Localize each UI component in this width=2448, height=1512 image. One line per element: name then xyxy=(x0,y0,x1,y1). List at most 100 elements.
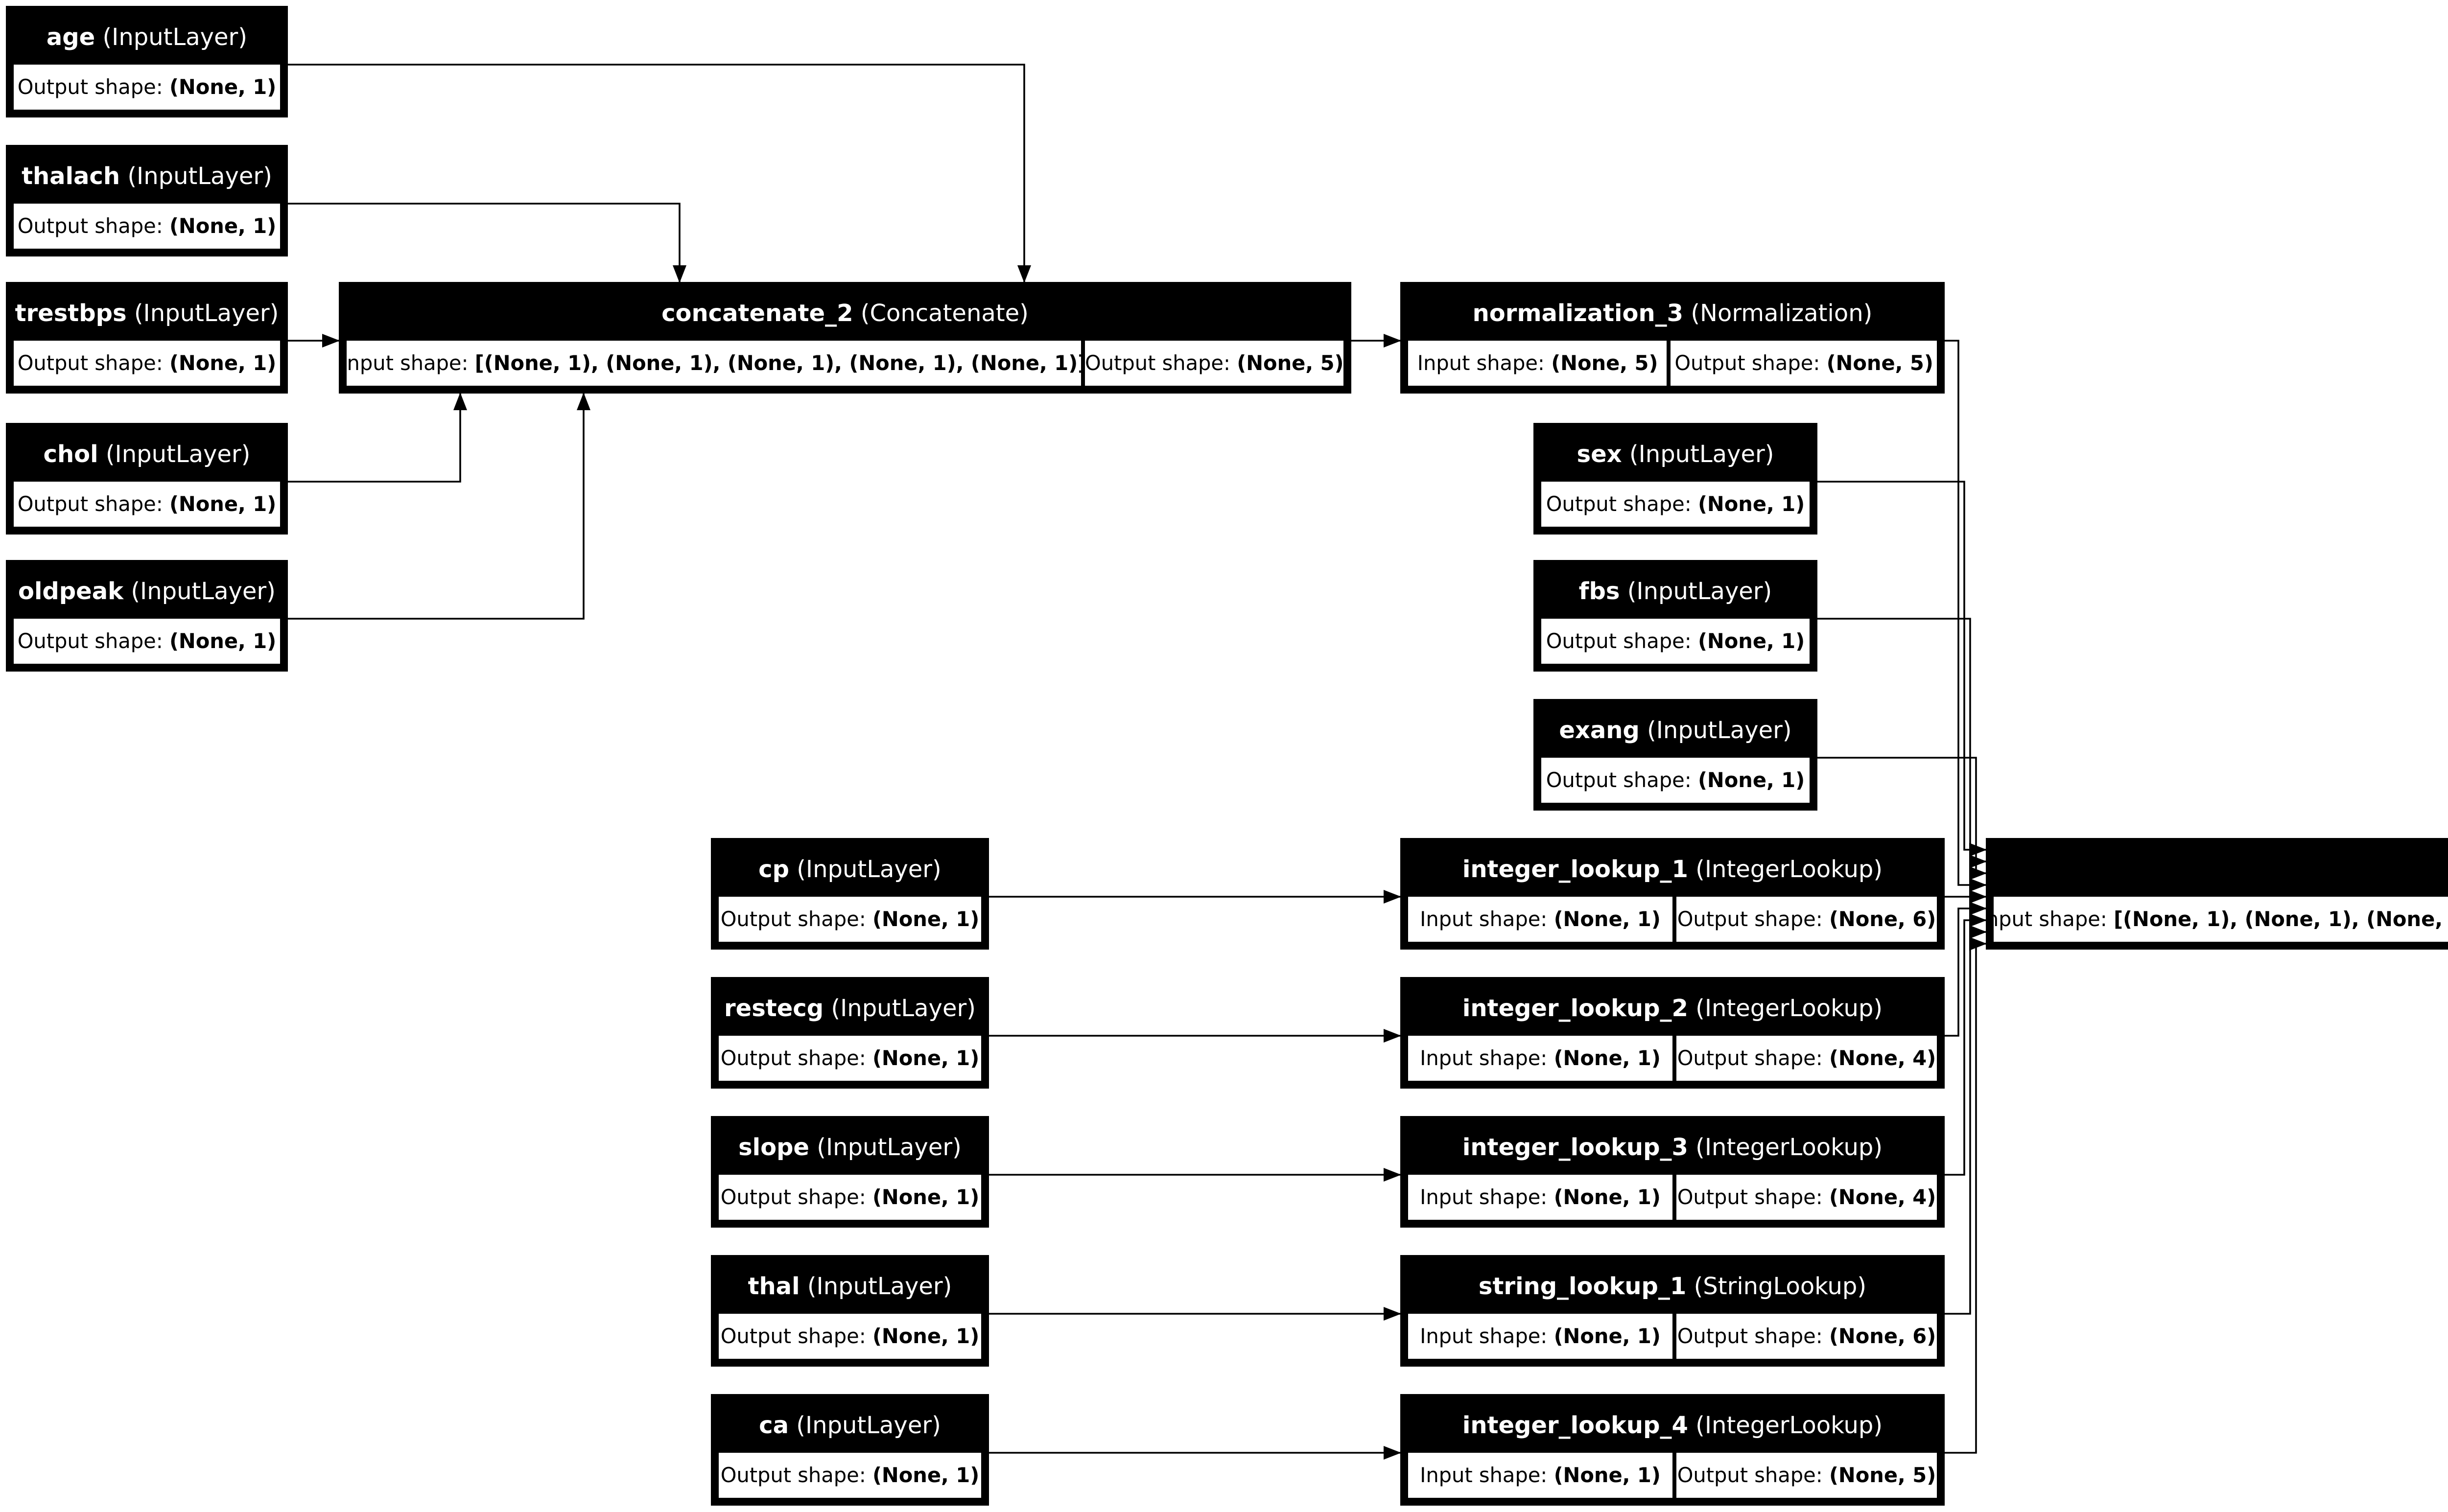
layer-name: oldpeak xyxy=(18,578,124,605)
node-integer_lookup_3: integer_lookup_3 (IntegerLookup)Input sh… xyxy=(1400,1116,1945,1228)
node-chol: chol (InputLayer)Output shape: (None, 1) xyxy=(6,423,288,535)
node-age: age (InputLayer)Output shape: (None, 1) xyxy=(6,6,288,117)
node-age-title: age (InputLayer) xyxy=(14,10,280,65)
layer-name: exang xyxy=(1559,717,1640,744)
node-ca-shape-row: Output shape: (None, 1) xyxy=(719,1453,981,1498)
edge-age-to-concatenate_2 xyxy=(288,64,1031,283)
node-integer_lookup_4-output-shape: Output shape: (None, 5) xyxy=(1676,1453,1937,1498)
node-string_lookup_1: string_lookup_1 (StringLookup)Input shap… xyxy=(1400,1255,1945,1367)
node-sex: sex (InputLayer)Output shape: (None, 1) xyxy=(1533,423,1817,535)
layer-name: chol xyxy=(43,441,98,468)
layer-name: restecg xyxy=(724,995,824,1022)
node-cp-title: cp (InputLayer) xyxy=(719,842,981,897)
node-fbs: fbs (InputLayer) Output shape: (None, 1) xyxy=(1533,560,1817,672)
node-integer_lookup_4-title: integer_lookup_4 (IntegerLookup) xyxy=(1408,1398,1937,1453)
node-integer_lookup_2-shape-row: Input shape: (None, 1)Output shape: (Non… xyxy=(1408,1036,1937,1081)
node-thalach-output-shape: Output shape: (None, 1) xyxy=(14,204,280,249)
node-cp-output-shape: Output shape: (None, 1) xyxy=(719,897,981,942)
node-normalization_3-title: normalization_3 (Normalization) xyxy=(1408,286,1937,341)
node-oldpeak-output-shape: Output shape: (None, 1) xyxy=(14,619,280,664)
node-fbs-output-shape: Output shape: (None, 1) xyxy=(1541,619,1810,664)
node-integer_lookup_3-title: integer_lookup_3 (IntegerLookup) xyxy=(1408,1120,1937,1175)
node-integer_lookup_2-output-shape: Output shape: (None, 4) xyxy=(1676,1036,1937,1081)
node-string_lookup_1-title: string_lookup_1 (StringLookup) xyxy=(1408,1259,1937,1314)
node-exang-title: exang (InputLayer) xyxy=(1541,703,1810,758)
layer-name: ca xyxy=(759,1412,789,1439)
node-trestbps-output-shape: Output shape: (None, 1) xyxy=(14,341,280,386)
layer-type: (InputLayer) xyxy=(1622,441,1774,468)
node-integer_lookup_4-shape-row: Input shape: (None, 1)Output shape: (Non… xyxy=(1408,1453,1937,1498)
node-concatenate_2-shape-row: Input shape: [(None, 1), (None, 1), (Non… xyxy=(347,341,1343,386)
node-thal: thal (InputLayer)Output shape: (None, 1) xyxy=(711,1255,989,1367)
node-exang-output-shape: Output shape: (None, 1) xyxy=(1541,758,1810,803)
node-cp: cp (InputLayer)Output shape: (None, 1) xyxy=(711,838,989,950)
node-integer_lookup_2-input-shape: Input shape: (None, 1) xyxy=(1408,1036,1672,1081)
node-thal-shape-row: Output shape: (None, 1) xyxy=(719,1314,981,1359)
node-restecg: restecg (InputLayer)Output shape: (None,… xyxy=(711,977,989,1089)
layer-name: slope xyxy=(738,1134,809,1161)
layer-name: integer_lookup_2 xyxy=(1462,995,1688,1022)
edge-oldpeak-to-concatenate_2 xyxy=(288,393,590,620)
layer-name: normalization_3 xyxy=(1472,300,1684,327)
node-normalization_3-shape-row: Input shape: (None, 5)Output shape: (Non… xyxy=(1408,341,1937,386)
node-integer_lookup_1-shape-row: Input shape: (None, 1)Output shape: (Non… xyxy=(1408,897,1937,942)
node-thal-output-shape: Output shape: (None, 1) xyxy=(719,1314,981,1359)
layer-type: (IntegerLookup) xyxy=(1688,1412,1883,1439)
node-chol-output-shape: Output shape: (None, 1) xyxy=(14,482,280,527)
node-string_lookup_1-input-shape: Input shape: (None, 1) xyxy=(1408,1314,1672,1359)
node-oldpeak-title: oldpeak (InputLayer) xyxy=(14,564,280,619)
node-trestbps-shape-row: Output shape: (None, 1) xyxy=(14,341,280,386)
node-integer_lookup_1-input-shape: Input shape: (None, 1) xyxy=(1408,897,1672,942)
layer-name: cp xyxy=(758,856,789,883)
edge-integer_lookup_3-to-concatenate_3 xyxy=(1945,913,1987,1176)
node-concatenate_2: concatenate_2 (Concatenate)Input shape: … xyxy=(339,282,1351,394)
node-integer_lookup_4: integer_lookup_4 (IntegerLookup)Input sh… xyxy=(1400,1394,1945,1506)
node-concatenate_3-title: concatenate_3 (Concatenate) xyxy=(1994,842,2448,897)
node-integer_lookup_3-input-shape: Input shape: (None, 1) xyxy=(1408,1175,1672,1220)
node-trestbps: trestbps (InputLayer)Output shape: (None… xyxy=(6,282,288,394)
node-restecg-shape-row: Output shape: (None, 1) xyxy=(719,1036,981,1081)
edge-chol-to-concatenate_2 xyxy=(288,393,467,483)
layer-type: (InputLayer) xyxy=(824,995,976,1022)
node-normalization_3-input-shape: Input shape: (None, 5) xyxy=(1408,341,1668,386)
layer-name: concatenate_2 xyxy=(661,300,853,327)
node-oldpeak-shape-row: Output shape: (None, 1) xyxy=(14,619,280,664)
layer-type: (IntegerLookup) xyxy=(1688,995,1883,1022)
edge-sex-to-concatenate_3 xyxy=(1817,481,1987,857)
node-integer_lookup_4-input-shape: Input shape: (None, 1) xyxy=(1408,1453,1672,1498)
layer-type: (IntegerLookup) xyxy=(1688,856,1883,883)
node-chol-shape-row: Output shape: (None, 1) xyxy=(14,482,280,527)
node-concatenate_2-output-shape: Output shape: (None, 5) xyxy=(1085,341,1343,386)
layer-type: (InputLayer) xyxy=(95,23,248,51)
edge-integer_lookup_2-to-concatenate_3 xyxy=(1945,902,1987,1037)
node-ca-output-shape: Output shape: (None, 1) xyxy=(719,1453,981,1498)
node-integer_lookup_1: integer_lookup_1 (IntegerLookup)Input sh… xyxy=(1400,838,1945,950)
layer-type: (InputLayer) xyxy=(1620,578,1772,605)
node-restecg-output-shape: Output shape: (None, 1) xyxy=(719,1036,981,1081)
node-oldpeak: oldpeak (InputLayer)Output shape: (None,… xyxy=(6,560,288,672)
node-thalach-shape-row: Output shape: (None, 1) xyxy=(14,204,280,249)
edge-string_lookup_1-to-concatenate_3 xyxy=(1945,925,1987,1315)
node-sex-output-shape: Output shape: (None, 1) xyxy=(1541,482,1810,527)
layer-name: string_lookup_1 xyxy=(1478,1273,1687,1300)
edge-fbs-to-concatenate_3 xyxy=(1817,618,1987,868)
node-sex-shape-row: Output shape: (None, 1) xyxy=(1541,482,1810,527)
layer-name: thal xyxy=(748,1273,800,1300)
node-slope-output-shape: Output shape: (None, 1) xyxy=(719,1175,981,1220)
layer-name: integer_lookup_4 xyxy=(1462,1412,1688,1439)
node-ca-title: ca (InputLayer) xyxy=(719,1398,981,1453)
layer-name: fbs xyxy=(1578,578,1620,605)
node-normalization_3: normalization_3 (Normalization)Input sha… xyxy=(1400,282,1945,394)
node-age-output-shape: Output shape: (None, 1) xyxy=(14,65,280,110)
layer-type: (Normalization) xyxy=(1683,300,1873,327)
layer-type: (StringLookup) xyxy=(1686,1273,1867,1300)
node-slope: slope (InputLayer)Output shape: (None, 1… xyxy=(711,1116,989,1228)
node-slope-title: slope (InputLayer) xyxy=(719,1120,981,1175)
layer-name: integer_lookup_3 xyxy=(1462,1134,1688,1161)
node-restecg-title: restecg (InputLayer) xyxy=(719,981,981,1036)
node-integer_lookup_1-title: integer_lookup_1 (IntegerLookup) xyxy=(1408,842,1937,897)
node-ca: ca (InputLayer)Output shape: (None, 1) xyxy=(711,1394,989,1506)
layer-type: (InputLayer) xyxy=(123,578,276,605)
